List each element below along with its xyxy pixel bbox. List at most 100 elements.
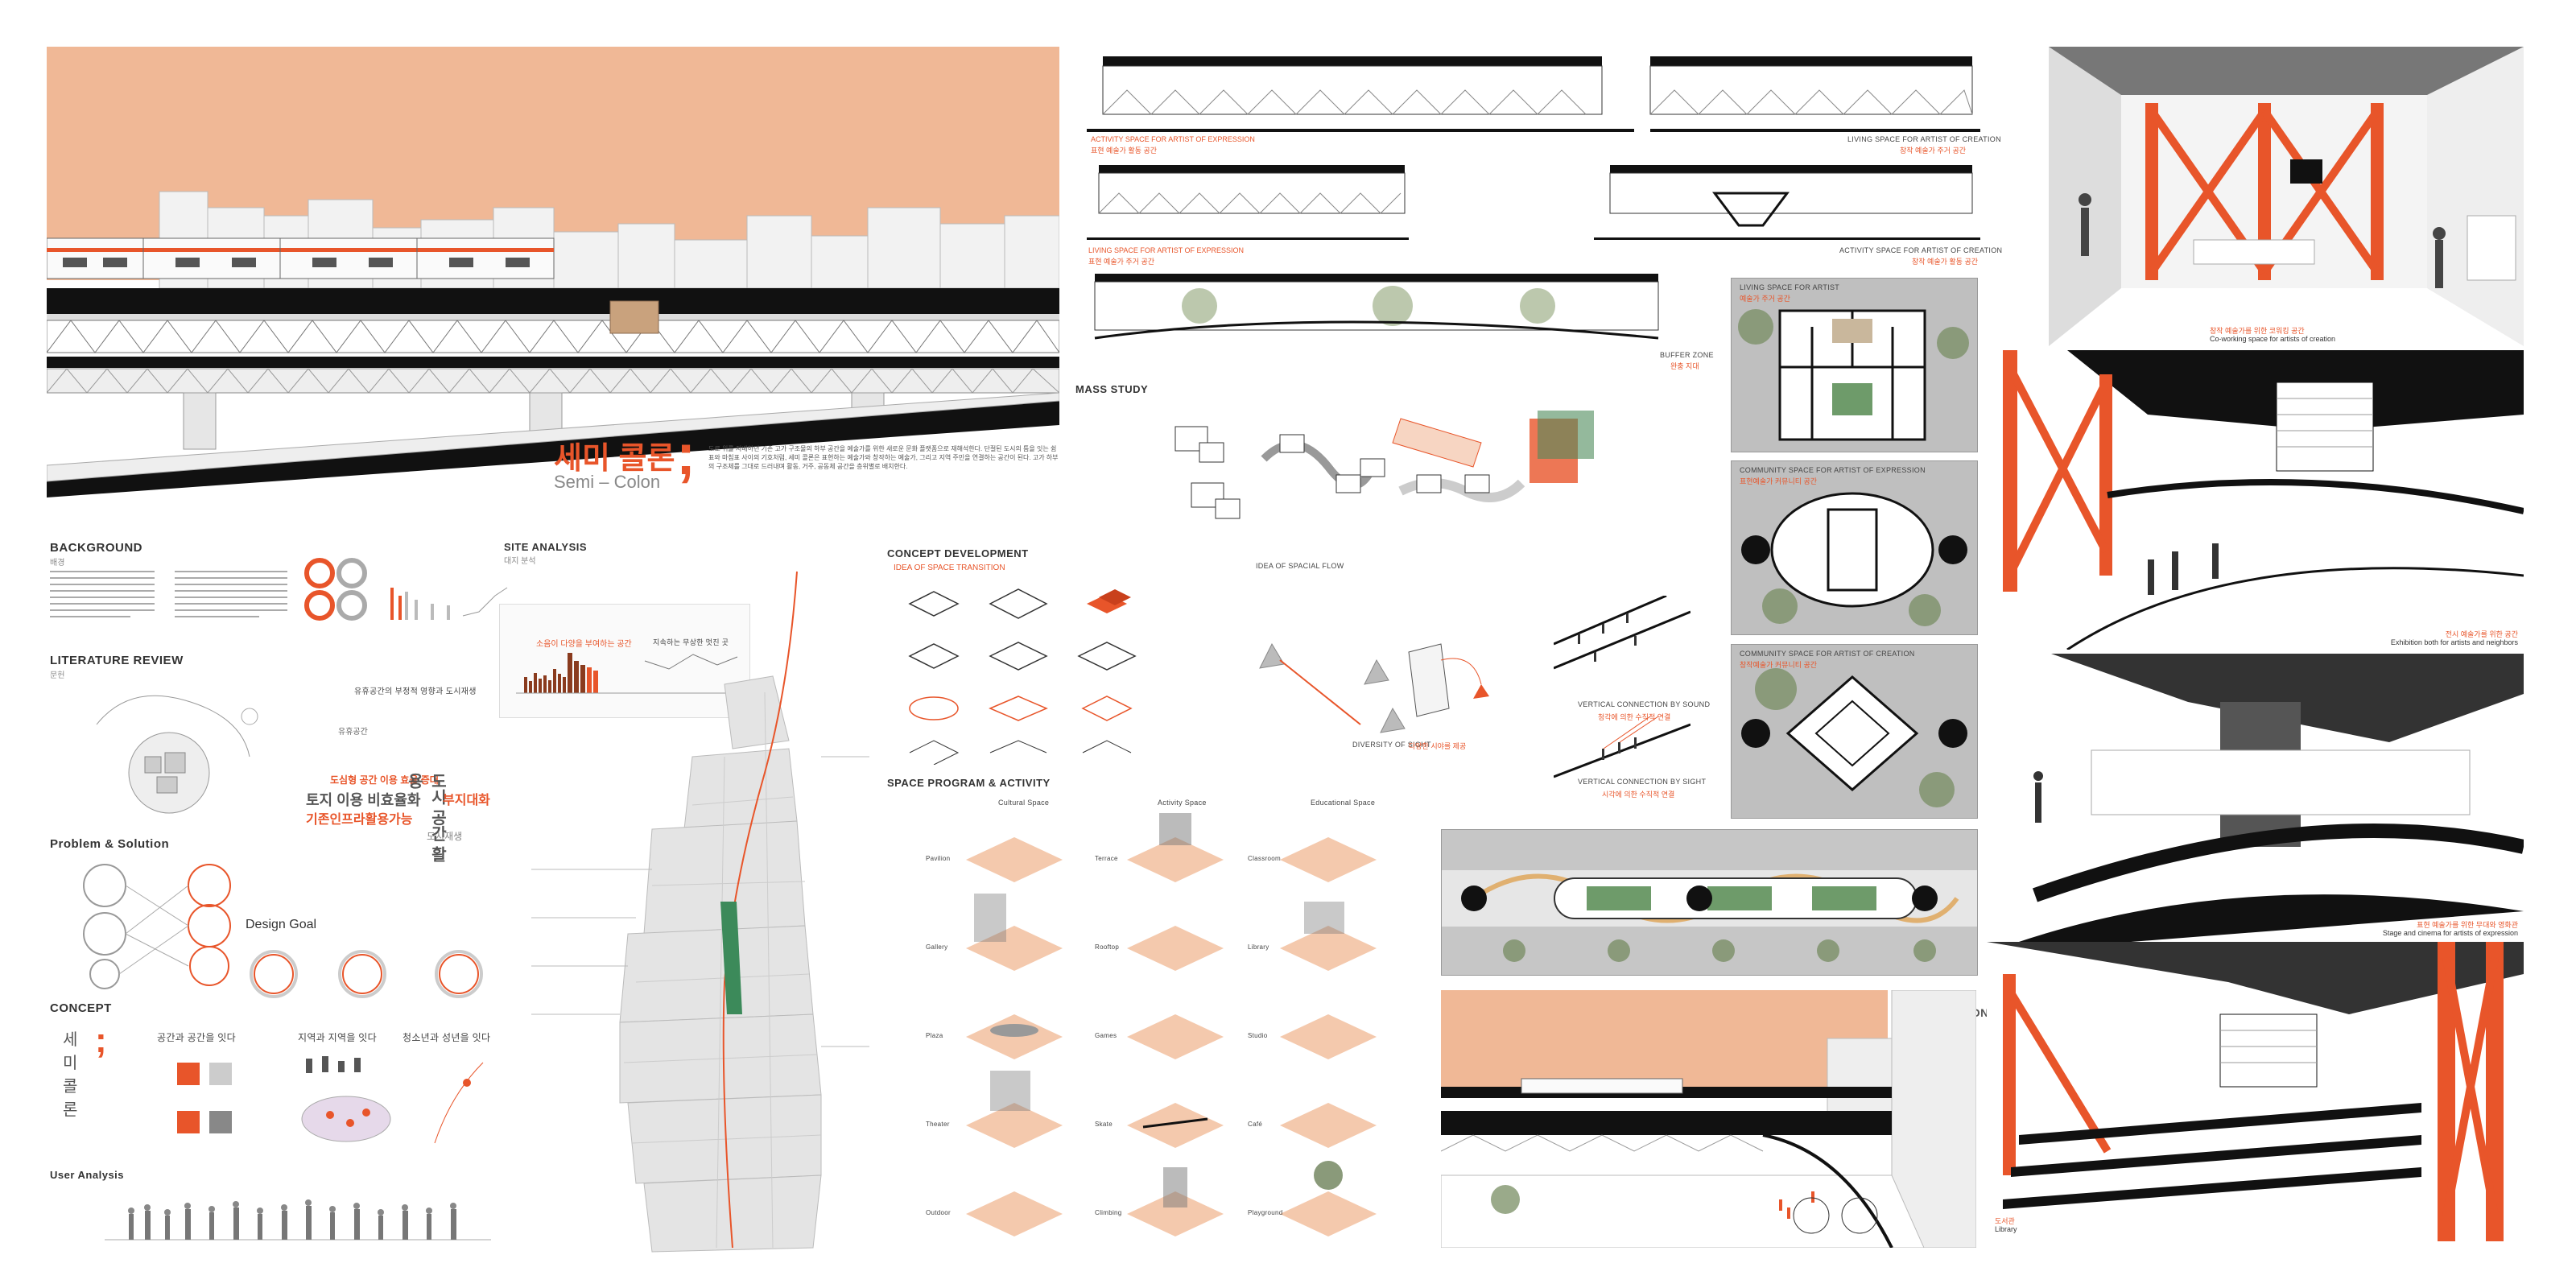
vert-sight-ko-label: 시각에 의한 수직적 연결 [1602, 791, 1675, 799]
title-english: Semi – Colon [554, 472, 661, 492]
elev-5-en: BUFFER ZONE [1660, 351, 1714, 359]
site-chart: 소음이 다양을 부여하는 공간 지속하는 무상한 멋진 곳 [499, 604, 750, 718]
hero-render [47, 47, 1059, 497]
concept-dev-diagrams [886, 580, 1167, 765]
render-1-en: Co-working space for artists of creation [2210, 335, 2336, 343]
elev-1-ko: 표현 예술가 활동 공간 [1091, 147, 1158, 155]
site-label-2: 지속하는 무상한 멋진 곳 [653, 638, 729, 646]
background-charts [302, 555, 511, 628]
render-3-en: Stage and cinema for artists of expressi… [2382, 929, 2518, 937]
program-cell-r2c2: Rooftop [1095, 943, 1120, 951]
program-cell-r1c2: Terrace [1095, 855, 1118, 862]
user-analysis-crowd [105, 1183, 491, 1244]
plan-2-en: COMMUNITY SPACE FOR ARTIST OF EXPRESSION [1740, 466, 1926, 474]
site-title: SITE ANALYSIS [504, 541, 588, 553]
elev-4-ko: 창작 예술가 활동 공간 [1912, 258, 1979, 266]
background-sub: 배경 [50, 559, 65, 568]
program-cell-r2c1: Gallery [926, 943, 948, 951]
plan-3-ko: 창작예술가 커뮤니티 공간 [1740, 661, 1818, 669]
literature-title: LITERATURE REVIEW [50, 654, 184, 667]
word-7: 부지대화 [443, 794, 490, 807]
render-1-ko: 창작 예술가를 위한 코워킹 공간 [2210, 327, 2305, 335]
concept-word-1: 세 [63, 1031, 78, 1049]
program-cell-r1c3: Classroom [1248, 855, 1281, 862]
concept-word-3: 콜 [63, 1078, 78, 1096]
render-stage: 표현 예술가를 위한 무대와 영화관 Stage and cinema for … [1987, 654, 2524, 953]
program-cell-r1c1: Pavilion [926, 855, 951, 862]
concept-diagrams [161, 1046, 499, 1151]
word-3: 기존인프라활용가능 [306, 813, 413, 827]
section-sky [1441, 990, 1888, 1095]
literature-sub: 문헌 [50, 671, 65, 680]
elevation-sections [1087, 48, 1992, 354]
render-exhibition: 전시 예술가를 위한 공간 Exhibition both for artist… [1987, 350, 2524, 650]
elev-1-en: ACTIVITY SPACE FOR ARTIST OF EXPRESSION [1091, 135, 1255, 143]
intro-text: 도로 위를 지배하던 기존 고가 구조물의 하부 공간을 예술가를 위한 새로운… [708, 445, 1059, 470]
plan-3-en: COMMUNITY SPACE FOR ARTIST OF CREATION [1740, 650, 1915, 658]
vertical-sound-diagram [1554, 596, 1690, 676]
program-cell-r2c3: Library [1248, 943, 1269, 951]
concept-semicolon-mark: ; [95, 1021, 107, 1060]
background-title: BACKGROUND [50, 541, 142, 555]
elev-2-ko: 창작 예술가 주거 공간 [1900, 147, 1967, 155]
program-cell-r3c2: Games [1095, 1032, 1117, 1039]
vert-sound-label: VERTICAL CONNECTION BY SOUND [1578, 700, 1711, 708]
concept-word-4: 론 [63, 1101, 78, 1119]
render-4-ko: 도서관 [1995, 1217, 2015, 1225]
concept-phrase-3: 청소년과 성년을 잇다 [402, 1032, 491, 1043]
program-cell-r4c3: Café [1248, 1121, 1263, 1128]
title-block: 세미 콜론 ; Semi – Colon [547, 423, 724, 507]
program-cell-r5c3: Playground [1248, 1209, 1283, 1216]
problem-title: Problem & Solution [50, 837, 170, 851]
plan-2: COMMUNITY SPACE FOR ARTIST OF EXPRESSION… [1731, 460, 1978, 635]
word-cloud: 유휴공간 도심형 공간 이용 효율 증대 토지 이용 비효율화 기존인프라활용가… [306, 724, 499, 869]
concept-title: CONCEPT [50, 1001, 112, 1015]
render-3-ko: 표현 예술가를 위한 무대와 영화관 [2417, 921, 2518, 929]
mass-study-diagrams [1159, 394, 1658, 547]
program-col-1: Cultural Space [998, 799, 1050, 807]
concept-dev-title: CONCEPT DEVELOPMENT [887, 547, 1029, 559]
background-text-lines [50, 568, 291, 633]
render-2-en: Exhibition both for artists and neighbor… [2390, 638, 2518, 646]
word-2: 토지 이용 비효율화 [306, 792, 421, 808]
design-goal-title: Design Goal [246, 918, 317, 931]
title-korean: 세미 콜론 [554, 442, 675, 476]
plan-1-ko: 예술가 주거 공간 [1740, 295, 1790, 303]
site-label-3: 유휴공간의 부정적 영향과 도시재생 [354, 687, 477, 696]
program-row-labels: Pavilion Terrace Classroom Gallery Rooft… [926, 813, 1377, 1256]
program-col-3: Educational Space [1311, 799, 1376, 807]
render-library: 도서관 Library [1987, 942, 2524, 1241]
space-program-title: SPACE PROGRAM & ACTIVITY [887, 777, 1051, 789]
program-cell-r3c3: Studio [1248, 1032, 1268, 1039]
site-sub: 대지 분석 [504, 557, 536, 566]
elev-3-en: LIVING SPACE FOR ARTIST OF EXPRESSION [1088, 246, 1245, 254]
program-grid [926, 813, 1377, 1256]
design-goal-circles [242, 950, 499, 998]
title-semicolon: ; [676, 423, 696, 487]
concept-phrase-2: 지역과 지역을 잇다 [298, 1032, 377, 1043]
program-cell-r3c1: Plaza [926, 1032, 943, 1039]
word-1: 도시 공간 활용 [405, 773, 446, 863]
problem-diagram [72, 861, 242, 990]
site-map [531, 564, 869, 1256]
render-coworking: 창작 예술가를 위한 코워킹 공간 Co-working space for a… [2049, 47, 2524, 346]
program-col-2: Activity Space [1158, 799, 1207, 807]
program-cell-r5c1: Outdoor [926, 1209, 952, 1216]
vert-sound-ko-label: 청각에 의한 수직적 연결 [1598, 713, 1671, 721]
plan-3: COMMUNITY SPACE FOR ARTIST OF CREATION 창… [1731, 644, 1978, 819]
plan-1-en: LIVING SPACE FOR ARTIST [1740, 283, 1840, 291]
program-cell-r4c1: Theater [926, 1121, 950, 1128]
vertical-sight-diagram [1554, 716, 1690, 781]
program-cell-r5c2: Climbing [1095, 1209, 1122, 1216]
elev-4-en: ACTIVITY SPACE FOR ARTIST OF CREATION [1839, 246, 2003, 254]
word-5: 유휴공간 [338, 728, 368, 737]
word-6: 도시재생 [427, 831, 463, 842]
elev-3-ko: 표현 예술가 주거 공간 [1088, 258, 1155, 266]
render-4-en: Library [1995, 1225, 2017, 1233]
section-render [1441, 990, 1976, 1248]
render-2-ko: 전시 예술가를 위한 공간 [2445, 630, 2518, 638]
site-plan-strip [1441, 829, 1978, 976]
literature-diagram [80, 676, 282, 821]
diversity-label: DIVERSITY OF SIGHT [1352, 741, 1431, 749]
user-analysis-title: User Analysis [50, 1169, 125, 1181]
